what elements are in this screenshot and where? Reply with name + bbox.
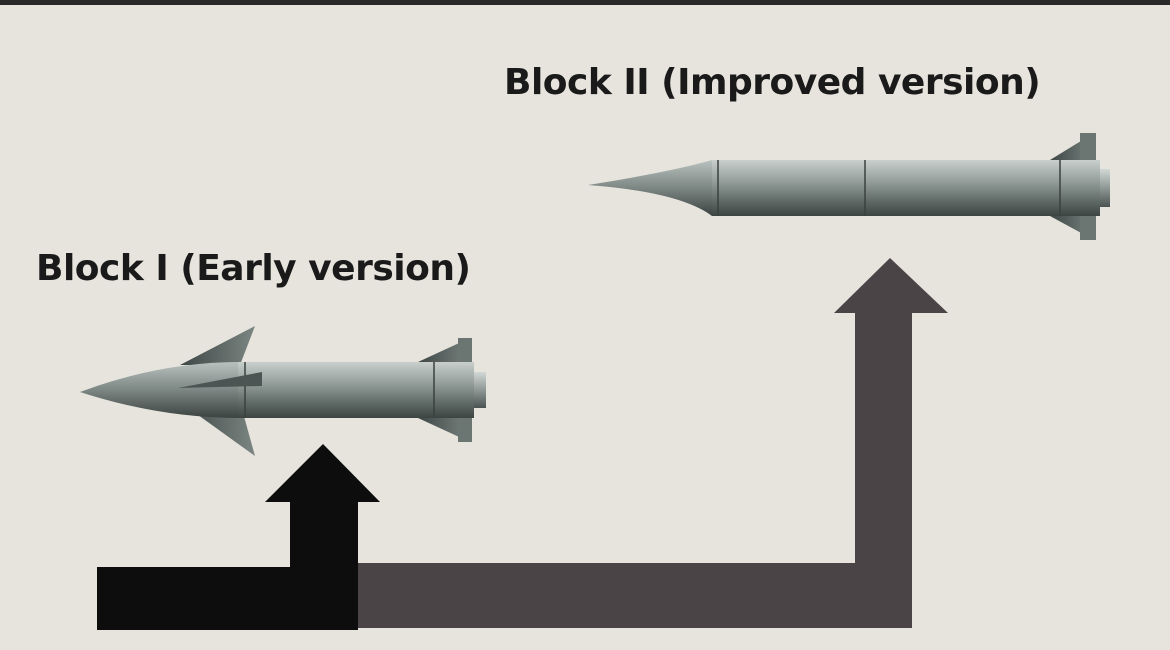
block2-label: Block II (Improved version) [504,62,1041,103]
block1-label: Block I (Early version) [36,248,471,289]
block2-evolution-arrow [355,258,948,628]
top-border [0,0,1170,5]
block1-missile-icon [80,326,486,456]
block1-evolution-arrow [97,444,380,630]
block2-missile-icon [588,133,1110,240]
